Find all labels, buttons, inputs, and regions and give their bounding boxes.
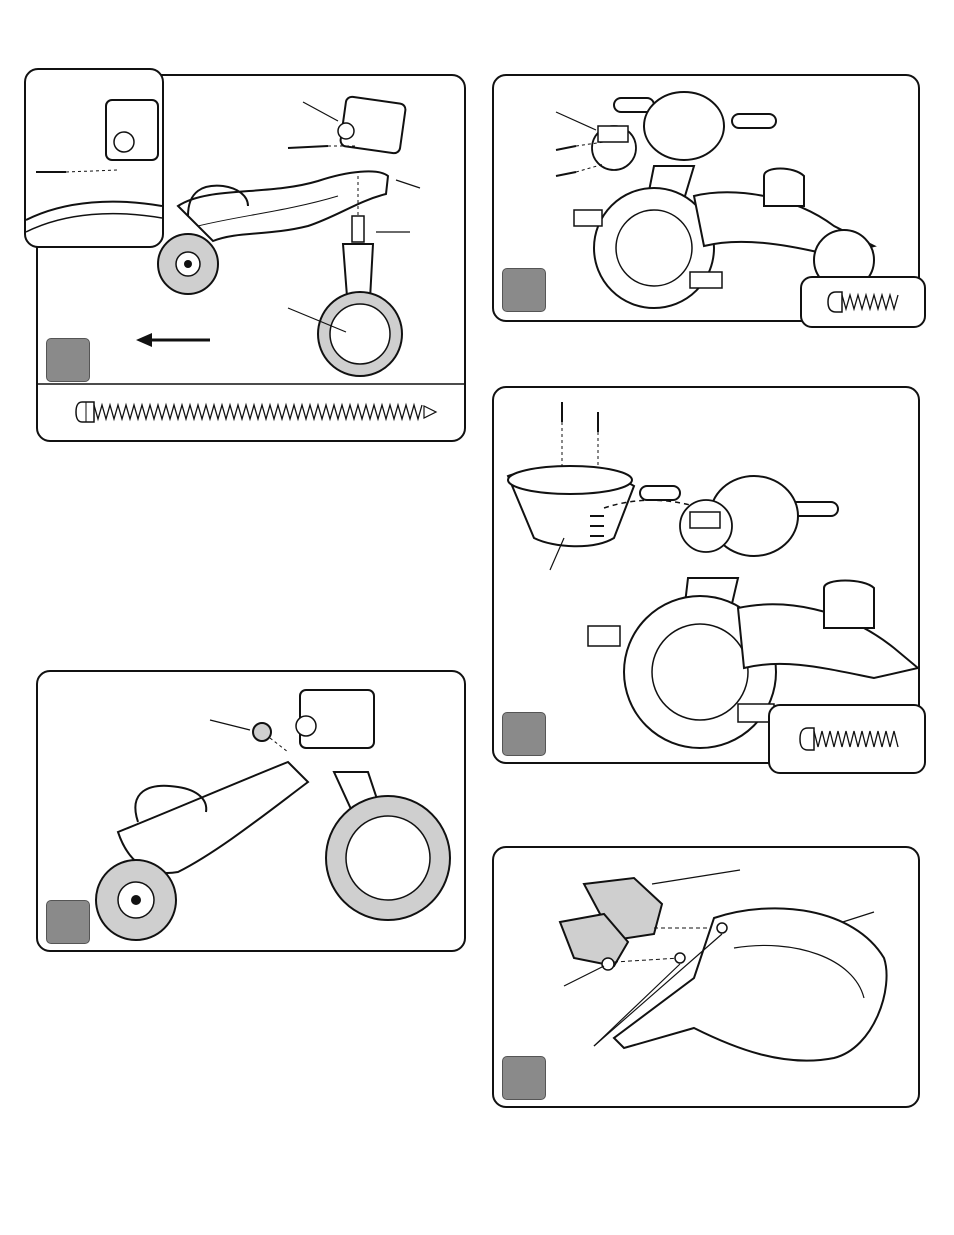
- medium-screw-icon: [770, 706, 924, 772]
- hardware-callout-short-screw: [800, 276, 926, 328]
- hardware-callout-medium-screw: [768, 704, 926, 774]
- detail-inset: [24, 68, 164, 248]
- step-panel-nut: [36, 670, 466, 952]
- long-screw-icon: [76, 402, 436, 422]
- nut-attach-illustration: [38, 672, 464, 950]
- step-panel-seat-bracket: [492, 846, 920, 1108]
- step-number-badge: [46, 338, 90, 382]
- step-number-badge: [46, 900, 90, 944]
- seat-bracket-illustration: [494, 848, 918, 1106]
- step-number-badge: [502, 1056, 546, 1100]
- short-screw-icon: [802, 278, 924, 326]
- inset-screw-detail-illustration: [26, 70, 162, 246]
- step-number-badge: [502, 268, 546, 312]
- step-number-badge: [502, 712, 546, 756]
